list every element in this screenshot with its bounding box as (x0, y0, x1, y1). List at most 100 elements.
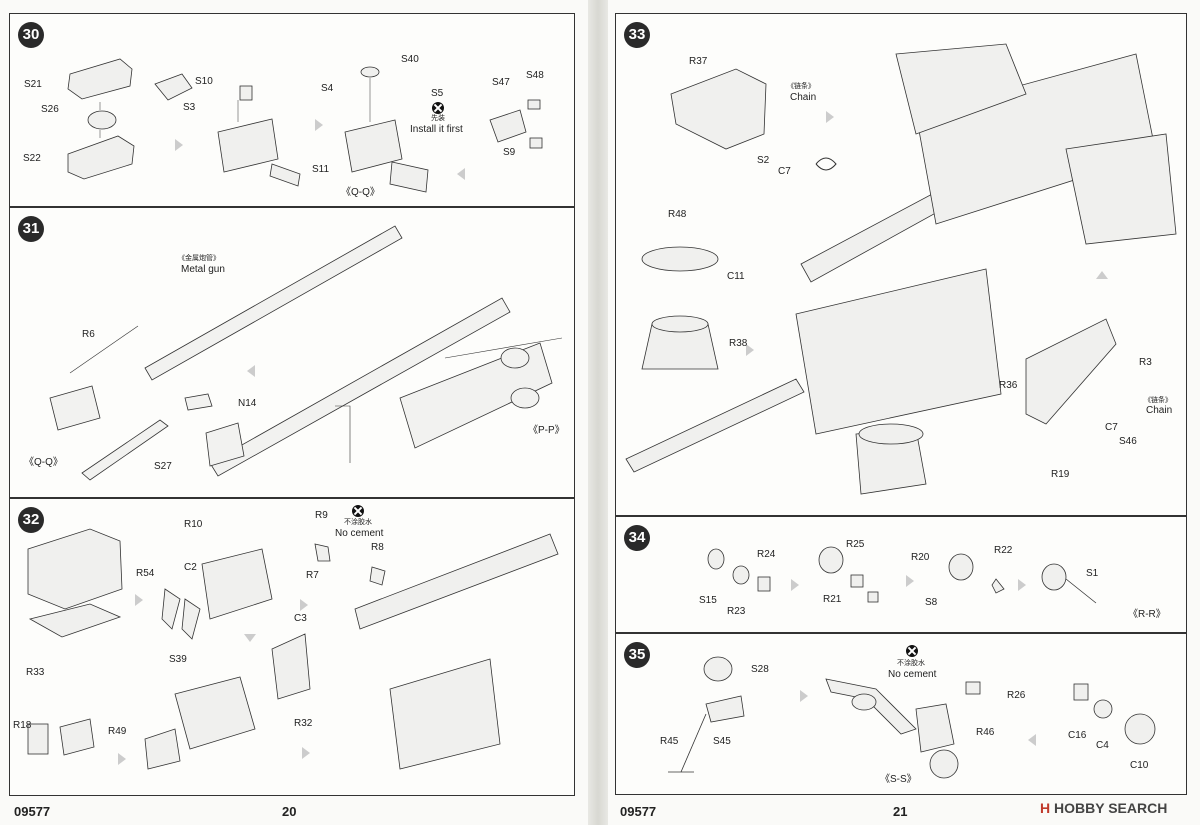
label-r54: R54 (136, 568, 155, 579)
label-s1: S1 (1086, 568, 1099, 579)
view-q-q: 《Q-Q》 (341, 187, 380, 198)
label-s27: S27 (154, 461, 172, 472)
step-33-panel: 33 R37 《链条》 Chain S2 C7 R48 C11 R38 R3 R… (615, 13, 1187, 516)
watermark-text: HOBBY SEARCH (1054, 800, 1168, 816)
label-r21: R21 (823, 594, 842, 605)
label-s4: S4 (321, 83, 334, 94)
label-r23: R23 (727, 606, 746, 617)
page-gutter (588, 0, 608, 825)
label-c4: C4 (1096, 740, 1109, 751)
step-31-panel: 31 《金属炮管》 Metal gun R6 N14 S27 《Q-Q》 《P-… (9, 207, 575, 498)
label-s21: S21 (24, 79, 42, 90)
chain-en: Chain (790, 92, 817, 103)
label-r37: R37 (689, 56, 708, 67)
label-r20: R20 (911, 552, 930, 563)
label-c10: C10 (1130, 760, 1149, 771)
label-s47: S47 (492, 77, 510, 88)
step-number: 30 (18, 22, 44, 48)
label-s26: S26 (41, 104, 59, 115)
step-33-drawing (625, 43, 1177, 495)
install-first-icon (432, 102, 444, 114)
left-footer-code: 09577 (14, 804, 51, 819)
label-s5: S5 (431, 88, 444, 99)
label-r7: R7 (306, 570, 319, 581)
no-cement-icon (906, 645, 918, 657)
label-s9: S9 (503, 147, 516, 158)
right-footer-code: 09577 (620, 804, 657, 819)
label-s15: S15 (699, 595, 717, 606)
metal-gun-cn: 《金属炮管》 (178, 255, 220, 262)
label-s45: S45 (713, 736, 731, 747)
label-n14: N14 (238, 398, 257, 409)
label-s40: S40 (401, 54, 419, 65)
label-c16: C16 (1068, 730, 1087, 741)
label-s10: S10 (195, 76, 213, 87)
label-r33: R33 (26, 667, 45, 678)
step-31-drawing (49, 225, 563, 481)
label-r49: R49 (108, 726, 127, 737)
watermark-logo-icon: H (1040, 800, 1051, 816)
label-r38: R38 (729, 338, 748, 349)
view-r-r: 《R-R》 (1128, 609, 1166, 620)
label-r36: R36 (999, 380, 1018, 391)
left-page-number: 20 (282, 804, 297, 819)
label-s11: S11 (312, 164, 330, 175)
label-s2: S2 (757, 155, 770, 166)
label-r45: R45 (660, 736, 679, 747)
no-cement-en: No cement (888, 669, 937, 680)
label-r26: R26 (1007, 690, 1026, 701)
label-r24: R24 (757, 549, 776, 560)
metal-gun-en: Metal gun (181, 264, 225, 275)
step-number: 35 (624, 642, 650, 668)
step-34-panel: 34 R24 S15 R23 R25 R20 R21 R22 S8 S1 《R-… (615, 516, 1187, 633)
label-c7-top: C7 (778, 166, 791, 177)
step-35-panel: 35 S28 R45 S45 不涂胶水 No cement R26 R46 C1… (615, 633, 1187, 795)
step-30-panel: 30 S21 S26 S22 S10 S3 S40 S4 S5 先装 Insta… (9, 13, 575, 207)
label-r46: R46 (976, 727, 995, 738)
step-number: 32 (18, 507, 44, 533)
label-r32: R32 (294, 718, 313, 729)
view-q-q: 《Q-Q》 (24, 457, 63, 468)
label-c7-bottom: C7 (1105, 422, 1118, 433)
label-c3: C3 (294, 613, 307, 624)
label-r9: R9 (315, 510, 328, 521)
chain-cn: 《链条》 (787, 83, 815, 90)
label-s48: S48 (526, 70, 544, 81)
chain-en-2: Chain (1146, 405, 1173, 416)
step-35-drawing (668, 656, 1156, 779)
step-32-drawing (27, 528, 559, 770)
label-r48: R48 (668, 209, 687, 220)
label-s8: S8 (925, 597, 938, 608)
view-p-p: 《P-P》 (528, 425, 565, 436)
label-r18: R18 (13, 720, 32, 731)
label-c11: C11 (727, 271, 745, 282)
step-number: 34 (624, 525, 650, 551)
label-r6: R6 (82, 329, 95, 340)
no-cement-icon (352, 505, 364, 517)
step-number: 33 (624, 22, 650, 48)
label-s22: S22 (23, 153, 41, 164)
label-r19: R19 (1051, 469, 1070, 480)
no-cement-cn: 不涂胶水 (344, 519, 372, 526)
no-cement-cn: 不涂胶水 (897, 660, 925, 667)
label-r25: R25 (846, 539, 865, 550)
label-s28: S28 (751, 664, 769, 675)
step-number: 31 (18, 216, 44, 242)
label-r3: R3 (1139, 357, 1152, 368)
no-cement-en: No cement (335, 528, 384, 539)
label-s39: S39 (169, 654, 187, 665)
step-32-panel: 32 R10 R9 不涂胶水 No cement R54 C2 R8 R7 C3… (9, 498, 575, 796)
install-first-cn: 先装 (431, 115, 445, 122)
label-r22: R22 (994, 545, 1013, 556)
chain-cn-2: 《链条》 (1144, 397, 1172, 404)
label-s46: S46 (1119, 436, 1137, 447)
label-c2: C2 (184, 562, 197, 573)
step-34-drawing (707, 546, 1097, 604)
install-first-en: Install it first (410, 124, 463, 135)
label-s3: S3 (183, 102, 196, 113)
view-s-s: 《S-S》 (880, 774, 917, 785)
hobby-search-watermark: H HOBBY SEARCH (1040, 800, 1167, 816)
right-page-number: 21 (893, 804, 908, 819)
label-r10: R10 (184, 519, 203, 530)
label-r8: R8 (371, 542, 384, 553)
